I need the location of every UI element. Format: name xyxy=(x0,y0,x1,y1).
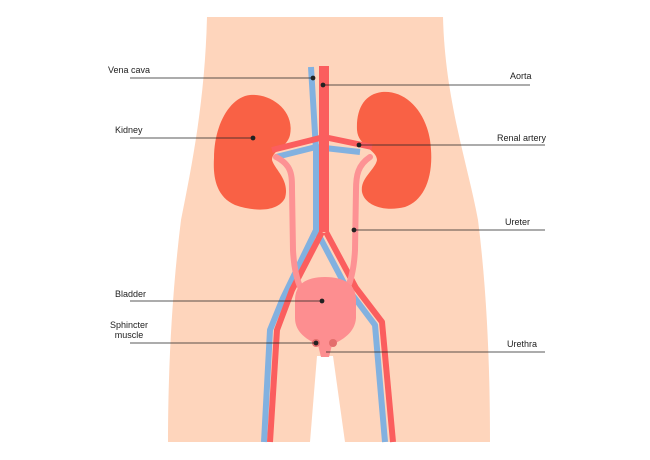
sphincter-muscle-right xyxy=(329,339,337,347)
leader-lines xyxy=(130,75,545,353)
bladder xyxy=(295,277,356,357)
label-sphincter-line1: Sphincter xyxy=(110,320,149,330)
label-vena-cava: Vena cava xyxy=(108,65,151,75)
label-renal-artery: Renal artery xyxy=(497,133,547,143)
label-ureter: Ureter xyxy=(505,217,531,227)
aorta xyxy=(267,66,396,443)
left-kidney xyxy=(213,94,291,210)
label-kidney: Kidney xyxy=(115,125,143,135)
label-aorta: Aorta xyxy=(510,71,532,81)
label-sphincter-line2: muscle xyxy=(114,330,144,340)
label-bladder: Bladder xyxy=(115,289,147,299)
right-kidney xyxy=(356,91,432,209)
label-sphincter-muscle: Sphincter muscle xyxy=(110,320,148,340)
ureters xyxy=(273,154,373,295)
label-urethra: Urethra xyxy=(507,339,538,349)
